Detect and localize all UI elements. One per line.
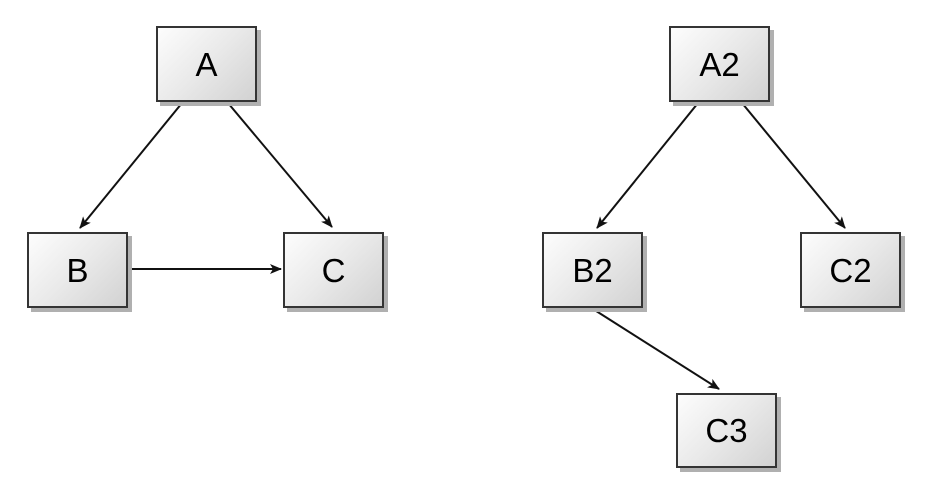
node-A2[interactable]: A2 [669, 26, 770, 102]
node-label: B [66, 251, 89, 289]
node-label: A2 [699, 45, 740, 83]
edge-A2-C2[interactable] [741, 102, 846, 229]
edge-A-C[interactable] [227, 102, 333, 228]
edge-A-B[interactable] [79, 102, 183, 229]
node-C[interactable]: C [283, 232, 384, 308]
node-B[interactable]: B [27, 232, 128, 308]
node-label: A [195, 45, 218, 83]
edge-B2-C3[interactable] [592, 308, 720, 390]
node-label: C [321, 251, 346, 289]
node-C2[interactable]: C2 [800, 232, 901, 308]
node-C3[interactable]: C3 [676, 393, 777, 468]
node-A[interactable]: A [156, 26, 257, 102]
edge-A2-B2[interactable] [596, 102, 699, 229]
node-label: B2 [572, 251, 613, 289]
node-label: C2 [829, 251, 872, 289]
node-B2[interactable]: B2 [542, 232, 643, 308]
node-label: C3 [705, 412, 748, 449]
